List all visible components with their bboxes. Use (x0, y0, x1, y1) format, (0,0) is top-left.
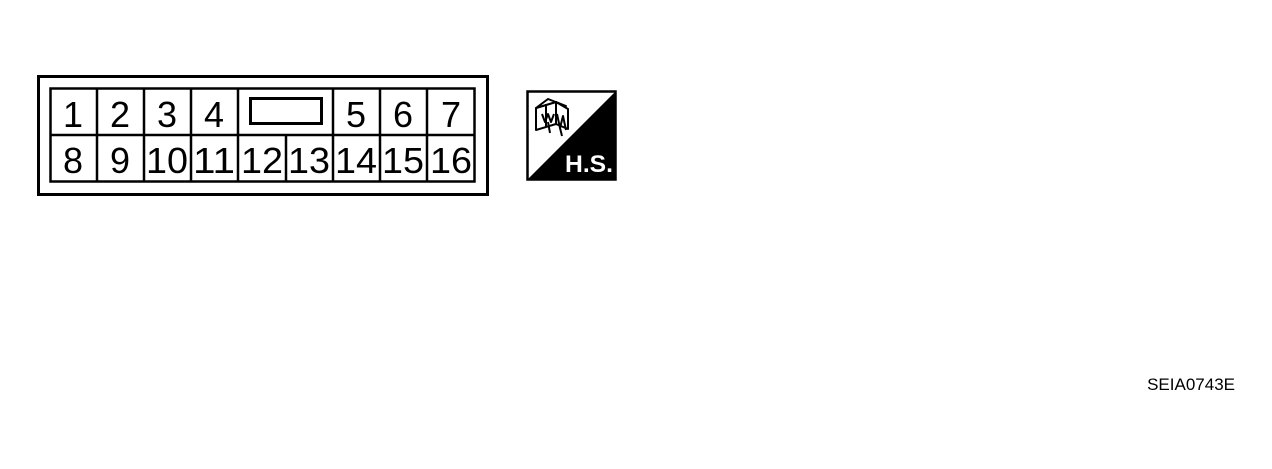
pin-label: 12 (241, 140, 283, 181)
top-row-dividers (95, 88, 429, 135)
pin-label: 16 (430, 140, 472, 181)
pin-label: 4 (204, 94, 224, 135)
pin-label: 3 (157, 94, 177, 135)
pin-label: 9 (110, 140, 130, 181)
badge-black-triangle (527, 91, 616, 180)
badge-frame (526, 90, 617, 181)
pin-label: 1 (63, 94, 83, 135)
pin-label: 10 (146, 140, 188, 181)
pin-label: 8 (63, 140, 83, 181)
connector-harness-icon (535, 98, 569, 137)
pin-label: 6 (393, 94, 413, 135)
pin-label: 14 (335, 140, 377, 181)
bottom-row-dividers (95, 135, 429, 182)
pin-label: 13 (288, 140, 330, 181)
connector-outer-frame (37, 75, 489, 196)
reference-code: SEIA0743E (1147, 375, 1235, 394)
pin-label: 11 (193, 140, 235, 181)
badge-label: H.S. (565, 151, 613, 178)
connector-lock-tab (249, 97, 323, 125)
pin-label: 7 (441, 94, 461, 135)
pin-label: 5 (346, 94, 366, 135)
bottom-row-pins: 8 9 10 11 12 13 14 15 16 (63, 140, 472, 181)
pin-label: 15 (382, 140, 424, 181)
top-row-pins: 1 2 3 4 5 6 7 (63, 94, 461, 135)
pin-label: 2 (110, 94, 130, 135)
harness-side-badge: H.S. (526, 90, 617, 181)
connector-housing (37, 75, 489, 196)
